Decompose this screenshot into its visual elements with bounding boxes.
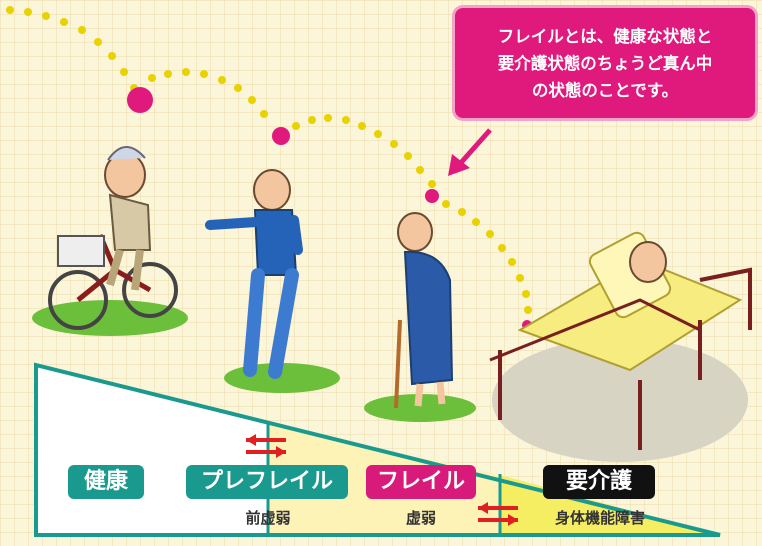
stage-prefrail-label: プレフレイル	[186, 465, 348, 499]
stage-prefrail-sub: 前虚弱	[245, 509, 291, 527]
cane-figure	[394, 212, 454, 409]
standing-figure	[205, 169, 303, 379]
ball-medium	[272, 127, 290, 145]
stage-care-label: 要介護	[543, 465, 655, 499]
definition-callout: フレイルとは、健康な状態と 要介護状態のちょうど真ん中 の状態のことです。	[455, 8, 755, 118]
ball-large	[127, 87, 153, 113]
stage-frail-label: フレイル	[366, 465, 476, 499]
stage-care-sub: 身体機能障害	[554, 509, 645, 527]
transition-arrow-icon-2	[478, 502, 518, 526]
cyclist-figure	[48, 146, 178, 330]
ball-small	[425, 189, 439, 203]
stage-healthy-label: 健康	[68, 465, 144, 499]
transition-arrow-icon	[246, 434, 286, 458]
callout-arrow-icon	[448, 128, 492, 176]
care-bed	[489, 231, 752, 450]
trajectory-dots	[6, 6, 532, 314]
stage-frail-sub: 虚弱	[405, 509, 436, 527]
